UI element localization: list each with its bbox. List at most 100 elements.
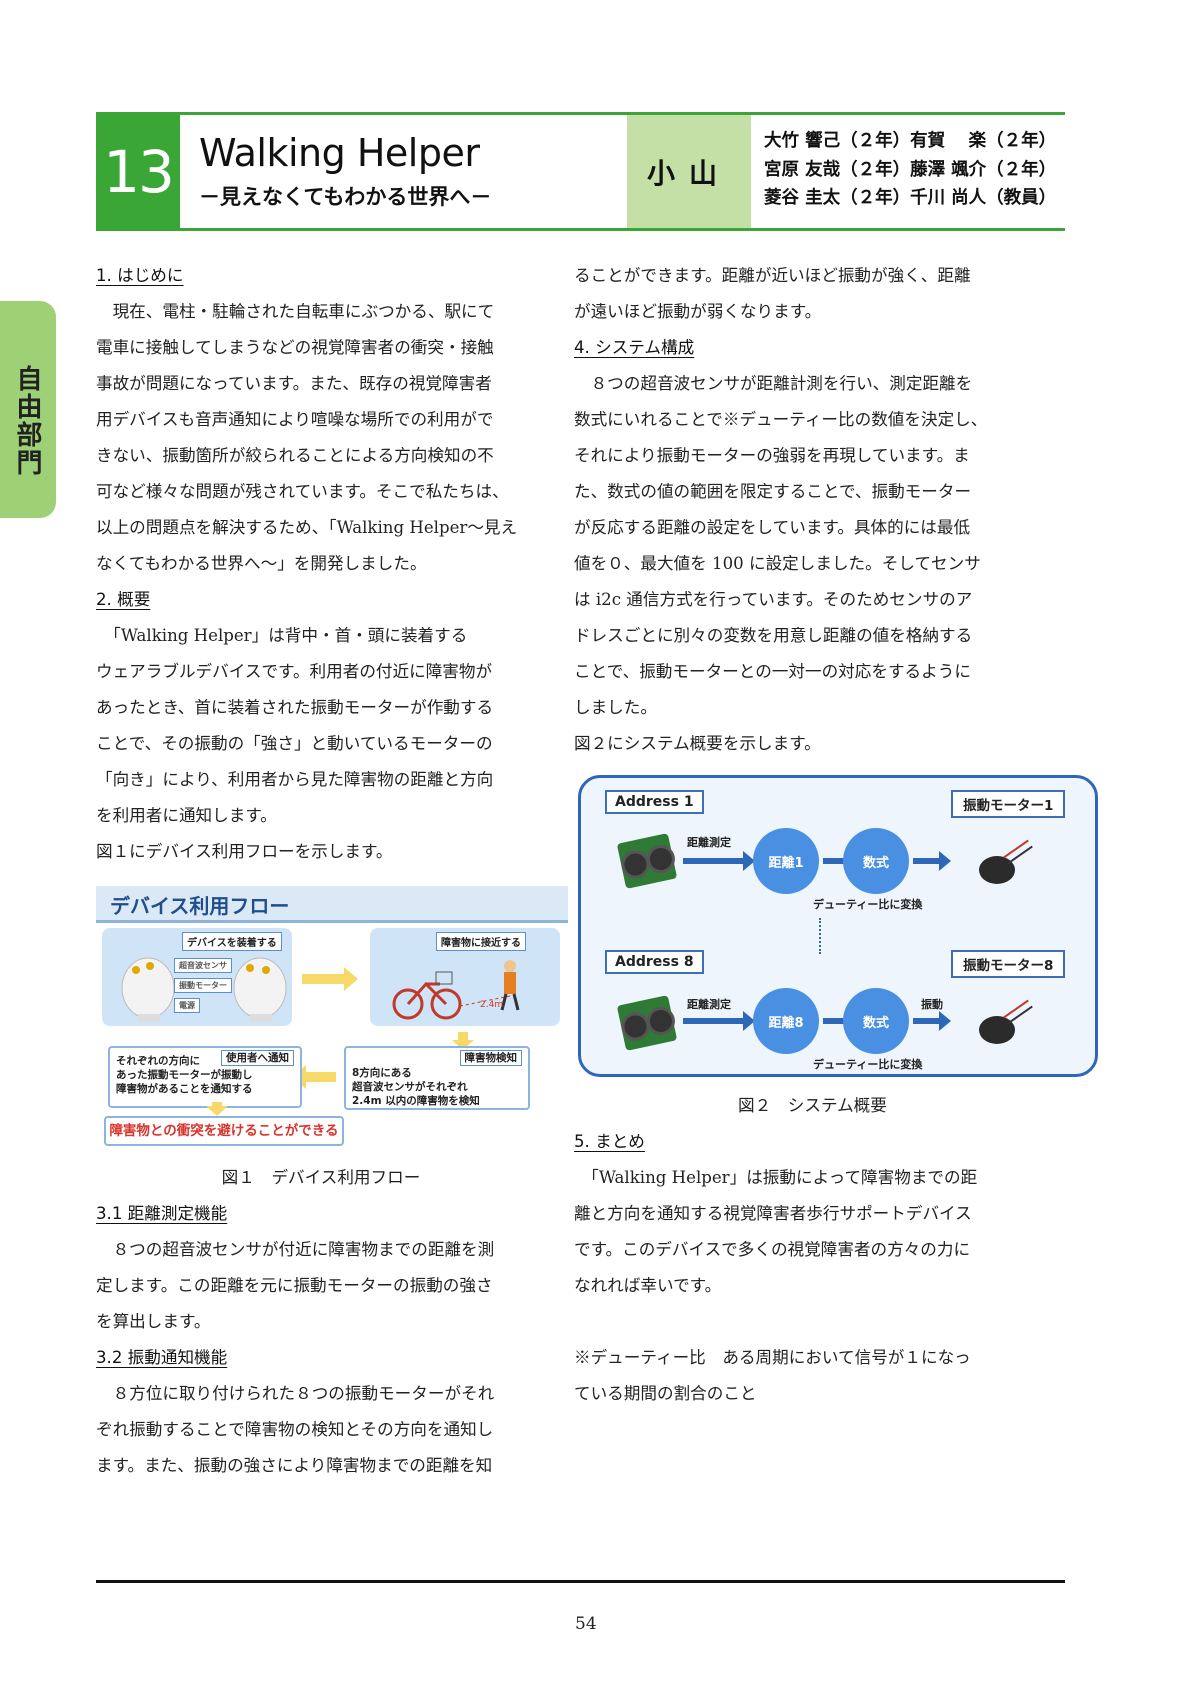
body-line: が反応する距離の設定をしています。具体的には最低: [574, 518, 971, 537]
page-number: 54: [575, 1614, 597, 1634]
bicycle-illustration: [392, 960, 520, 1020]
body-line: 数式にいれることで※デューティー比の数値を決定し、: [574, 410, 988, 429]
body-line: しました。: [574, 698, 657, 717]
body-line: ことで、振動モーターとの一対一の対応をするように: [574, 662, 971, 681]
author-line: 菱谷 圭太（２年）千川 尚人（教員）: [764, 188, 1057, 208]
category-side-tab: 自由部門: [0, 301, 56, 518]
article-header: 13 Walking Helper －見えなくてもわかる世界へ－ 小山 大竹 響…: [96, 112, 1065, 231]
flow-arrow-down: [452, 1032, 474, 1050]
left-column-top: 1. はじめに 現在、電柱・駐輪された自転車にぶつかる、駅にて 電車に接触してし…: [96, 258, 546, 870]
body-line: きない、振動箇所が絞られることによる方向検知の不: [96, 446, 494, 465]
ultrasonic-sensor-icon: [616, 833, 678, 889]
body-line: 現在、電柱・駐輪された自転車にぶつかる、駅にて: [96, 302, 495, 321]
ultrasonic-sensor-icon: [616, 995, 678, 1051]
section-heading-summary: 5. まとめ: [574, 1132, 645, 1151]
distance-node: 距離8: [753, 988, 819, 1054]
author-line: 宮原 友哉（２年）藤澤 颯介（２年）: [764, 159, 1057, 180]
power-label: 電源: [174, 998, 200, 1013]
body-line: を算出します。: [96, 1312, 211, 1331]
motor-label: 振動モーター1: [951, 790, 1066, 818]
body-line: ることができます。距離が近いほど振動が強く、距離: [574, 266, 971, 285]
figure-caption: 図２ システム概要: [738, 1096, 887, 1115]
motor-label: 振動モーター: [174, 978, 232, 993]
formula-node: 数式: [843, 988, 909, 1054]
body-line: が遠いほど振動が弱くなります。: [574, 302, 822, 321]
article-title: Walking Helper: [199, 131, 480, 175]
section-heading-overview: 2. 概要: [96, 590, 151, 609]
motor-label: 振動モーター8: [951, 950, 1066, 978]
body-line: ８つの超音波センサが距離計測を行い、測定距離を: [574, 374, 973, 393]
category-label: 自由部門: [12, 365, 42, 477]
detect-text: 8方向にある: [352, 1067, 412, 1079]
body-line: ことで、その振動の「強さ」と動いているモーターの: [96, 734, 493, 753]
detect-title: 障害物検知: [459, 1050, 522, 1066]
flow-result: 障害物との衝突を避けることができる: [104, 1116, 344, 1146]
detect-text: 超音波センサがそれぞれ: [352, 1081, 468, 1093]
flow-arrow-down: [206, 1102, 228, 1116]
body-line: 「向き」により、利用者から見た障害物の距離と方向: [96, 770, 494, 789]
body-line: なれれば幸いです。: [574, 1276, 722, 1295]
detect-text: 2.4m 以内の障害物を検知: [352, 1095, 480, 1107]
section-heading-intro: 1. はじめに: [96, 266, 184, 285]
figure-system-overview: Address 1 振動モーター1 距離測定 距離1 数式 デューティー比に変換…: [578, 775, 1098, 1077]
notify-title: 使用者へ通知: [221, 1050, 294, 1066]
distance-label: 2.4m: [480, 1000, 504, 1010]
convert-label: デューティー比に変換: [813, 1058, 923, 1071]
figure-title: デバイス利用フロー: [110, 894, 290, 918]
head-illustration: [121, 957, 287, 1022]
footer-rule: [96, 1580, 1065, 1583]
body-line: 「Walking Helper」は振動によって障害物までの距: [574, 1168, 978, 1187]
convert-label: デューティー比に変換: [813, 898, 923, 911]
body-line: 電車に接触してしまうなどの視覚障害者の衝突・接触: [96, 338, 494, 357]
body-line: です。このデバイスで多くの視覚障害者の方々の力に: [574, 1240, 971, 1259]
notify-text: 障害物があることを通知する: [116, 1083, 253, 1095]
ellipsis-connector: [819, 918, 821, 954]
step-label: 障害物に接近する: [436, 932, 526, 951]
step-label: デバイスを装着する: [182, 932, 282, 951]
flow-arrow: [823, 1011, 857, 1031]
flow-arrow-left: [292, 1065, 336, 1089]
body-line: ドレスごとに別々の変数を用意し距離の値を格納する: [574, 626, 973, 645]
flow-arrow-right: [302, 967, 358, 991]
motor-wire: [1007, 845, 1033, 865]
section-heading-distance: 3.1 距離測定機能: [96, 1204, 228, 1223]
obstacle-detect-box: 障害物検知 8方向にある 超音波センサがそれぞれ 2.4m 以内の障害物を検知: [344, 1046, 530, 1110]
body-line: 図２にシステム概要を示します。: [574, 734, 821, 753]
body-line: ８つの超音波センサが付近に障害物までの距離を測: [96, 1240, 495, 1259]
measure-label: 距離測定: [687, 836, 731, 849]
user-notify-box: 使用者へ通知 それぞれの方向に あった振動モーターが振動し 障害物があることを通…: [108, 1046, 302, 1108]
body-line: 定します。この距離を元に振動モーターの振動の強さ: [96, 1276, 493, 1295]
body-line: ウェアラブルデバイスです。利用者の付近に障害物が: [96, 662, 493, 681]
flow-arrow: [683, 1011, 755, 1031]
left-column-bottom: 図１ デバイス利用フロー 3.1 距離測定機能 ８つの超音波センサが付近に障害物…: [96, 1160, 546, 1484]
notify-text: それぞれの方向に: [116, 1055, 200, 1067]
footnote-line: ※デューティー比 ある周期において信号が１になっ: [574, 1348, 971, 1367]
flow-arrow: [913, 851, 951, 871]
sensor-label: 超音波センサ: [174, 958, 232, 973]
figure-title-bar: デバイス利用フロー: [96, 886, 568, 923]
footnote-line: ている期間の割合のこと: [574, 1384, 757, 1403]
body-line: 「Walking Helper」は背中・首・頭に装着する: [96, 626, 468, 645]
flow-arrow: [823, 851, 857, 871]
body-line: 図１にデバイス利用フローを示します。: [96, 842, 393, 861]
notify-text: あった振動モーターが振動し: [116, 1069, 253, 1081]
wear-device-panel: デバイスを装着する 超音波センサ 振動モーター 電源: [102, 928, 292, 1026]
school-name: 小山: [627, 115, 751, 228]
body-line: 事故が問題になっています。また、既存の視覚障害者: [96, 374, 492, 393]
measure-label: 距離測定: [687, 998, 731, 1011]
article-number: 13: [96, 115, 180, 228]
body-line: を利用者に通知します。: [96, 806, 277, 825]
distance-node: 距離1: [753, 828, 819, 894]
address-label: Address 8: [605, 950, 704, 974]
body-line: ぞれ振動することで障害物の検知とその方向を通知し: [96, 1420, 494, 1439]
section-heading-system: 4. システム構成: [574, 338, 695, 357]
section-heading-vibration: 3.2 振動通知機能: [96, 1348, 228, 1367]
body-line: ます。また、振動の強さにより障害物までの距離を知: [96, 1456, 493, 1475]
body-line: 以上の問題点を解決するため、「Walking Helper～見え: [96, 518, 518, 537]
address-label: Address 1: [605, 790, 704, 814]
body-line: それにより振動モーターの強弱を再現しています。ま: [574, 446, 970, 465]
article-subtitle: －見えなくてもわかる世界へ－: [199, 185, 492, 209]
flow-arrow: [913, 1011, 951, 1031]
body-line: ８方位に取り付けられた８つの振動モーターがそれ: [96, 1384, 495, 1403]
right-column-top: ることができます。距離が近いほど振動が強く、距離 が遠いほど振動が弱くなります。…: [574, 258, 1024, 762]
